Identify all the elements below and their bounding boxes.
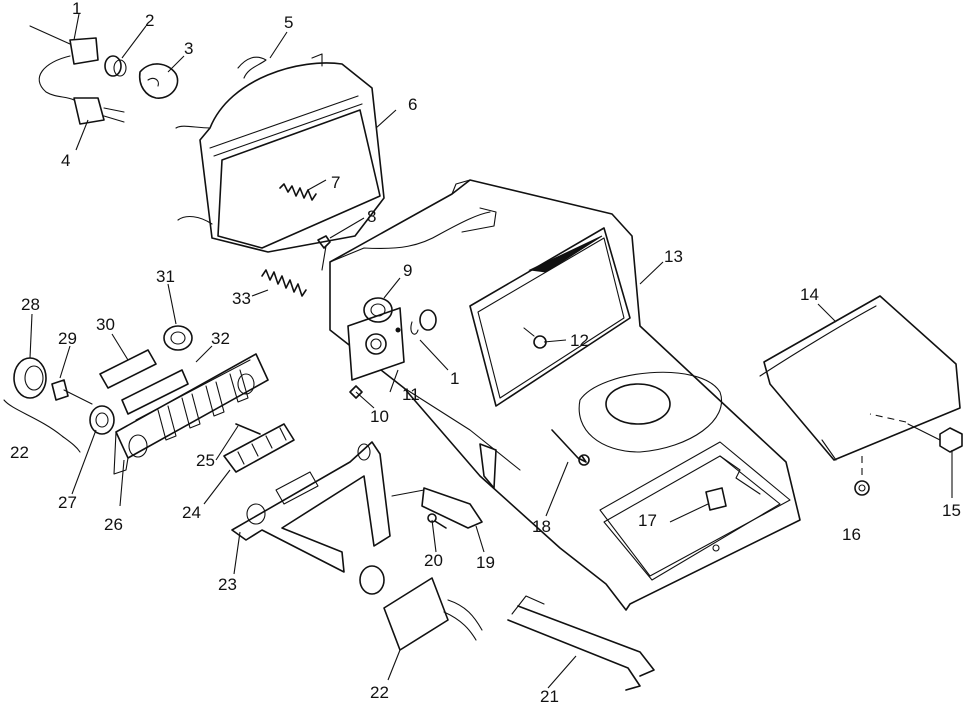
dashed-leader-15	[869, 413, 907, 423]
gauge-recess	[578, 371, 723, 453]
headlight-housing	[175, 53, 385, 253]
bracket-23	[231, 441, 391, 573]
nut-27	[89, 405, 115, 435]
screw-10	[349, 385, 363, 399]
callout-12: 12	[570, 331, 589, 350]
bulb-socket	[104, 55, 127, 77]
leader-lines	[29, 13, 953, 689]
switch-panel-26	[113, 353, 269, 475]
lens-32	[121, 369, 189, 415]
callout-13: 13	[664, 247, 683, 266]
grommet-9	[363, 297, 393, 323]
callout-6: 6	[408, 95, 417, 114]
adjuster-spring-lower	[261, 269, 307, 297]
callout-labels: 1 2 3 5 6 4 7 8 9 13 31 28 30 32 29 33 1…	[10, 0, 961, 702]
callout-33: 33	[232, 289, 251, 308]
fastener-15	[907, 423, 963, 453]
callout-10: 10	[370, 407, 389, 426]
callout-3: 3	[184, 39, 193, 58]
bolt-18	[551, 429, 590, 466]
headlight-connector	[29, 25, 99, 101]
adjuster-spring-upper	[279, 183, 317, 201]
grommet-16	[854, 480, 870, 496]
callout-11: 11	[402, 385, 420, 404]
switch-plate	[347, 307, 405, 381]
callout-7: 7	[331, 173, 340, 192]
console-tray	[599, 441, 791, 581]
ground-wire	[237, 56, 267, 79]
callout-29: 29	[58, 329, 77, 348]
windshield-cover	[759, 295, 961, 461]
callout-16: 16	[842, 525, 861, 544]
key-29	[51, 379, 93, 405]
callout-26: 26	[104, 515, 123, 534]
callout-15: 15	[942, 501, 961, 520]
key-switch-hole	[410, 309, 437, 335]
callout-1: 1	[72, 0, 81, 18]
callout-bracket-22	[3, 399, 81, 453]
screw-12	[523, 327, 547, 349]
harness-21	[507, 595, 655, 691]
callout-27: 27	[58, 493, 77, 512]
bezel-28	[13, 357, 47, 399]
connector-19	[391, 487, 483, 529]
clip-17	[705, 487, 727, 552]
callout-5: 5	[284, 13, 293, 32]
callout-21: 21	[540, 687, 559, 702]
callout-20: 20	[424, 551, 443, 570]
callout-19: 19	[476, 553, 495, 572]
callout-22a: 22	[10, 443, 29, 462]
relay-24	[223, 423, 295, 473]
callout-23: 23	[218, 575, 237, 594]
pin-25	[235, 423, 261, 435]
adjuster-screw	[317, 235, 331, 271]
callout-32: 32	[211, 329, 230, 348]
headlight-bulb	[138, 63, 179, 99]
decal-30	[99, 349, 157, 389]
callout-9: 9	[403, 261, 412, 280]
callout-22b: 22	[370, 683, 389, 702]
grommet-31	[163, 325, 193, 351]
callout-17: 17	[638, 511, 657, 530]
callout-28: 28	[21, 295, 40, 314]
instrument-opening	[469, 227, 631, 407]
callout-8: 8	[367, 207, 376, 226]
screw-20	[427, 513, 447, 529]
callout-4: 4	[61, 151, 70, 170]
callout-31: 31	[156, 267, 175, 286]
callout-1b: 1	[450, 369, 459, 388]
hood-bracket	[479, 443, 497, 489]
callout-2: 2	[145, 11, 154, 30]
harness-plug	[73, 97, 125, 125]
hood-fairing	[329, 179, 801, 611]
callout-24: 24	[182, 503, 201, 522]
callout-25: 25	[196, 451, 215, 470]
callout-18: 18	[532, 517, 551, 536]
callout-14: 14	[800, 285, 819, 304]
callout-30: 30	[96, 315, 115, 334]
switch-22	[359, 565, 483, 651]
